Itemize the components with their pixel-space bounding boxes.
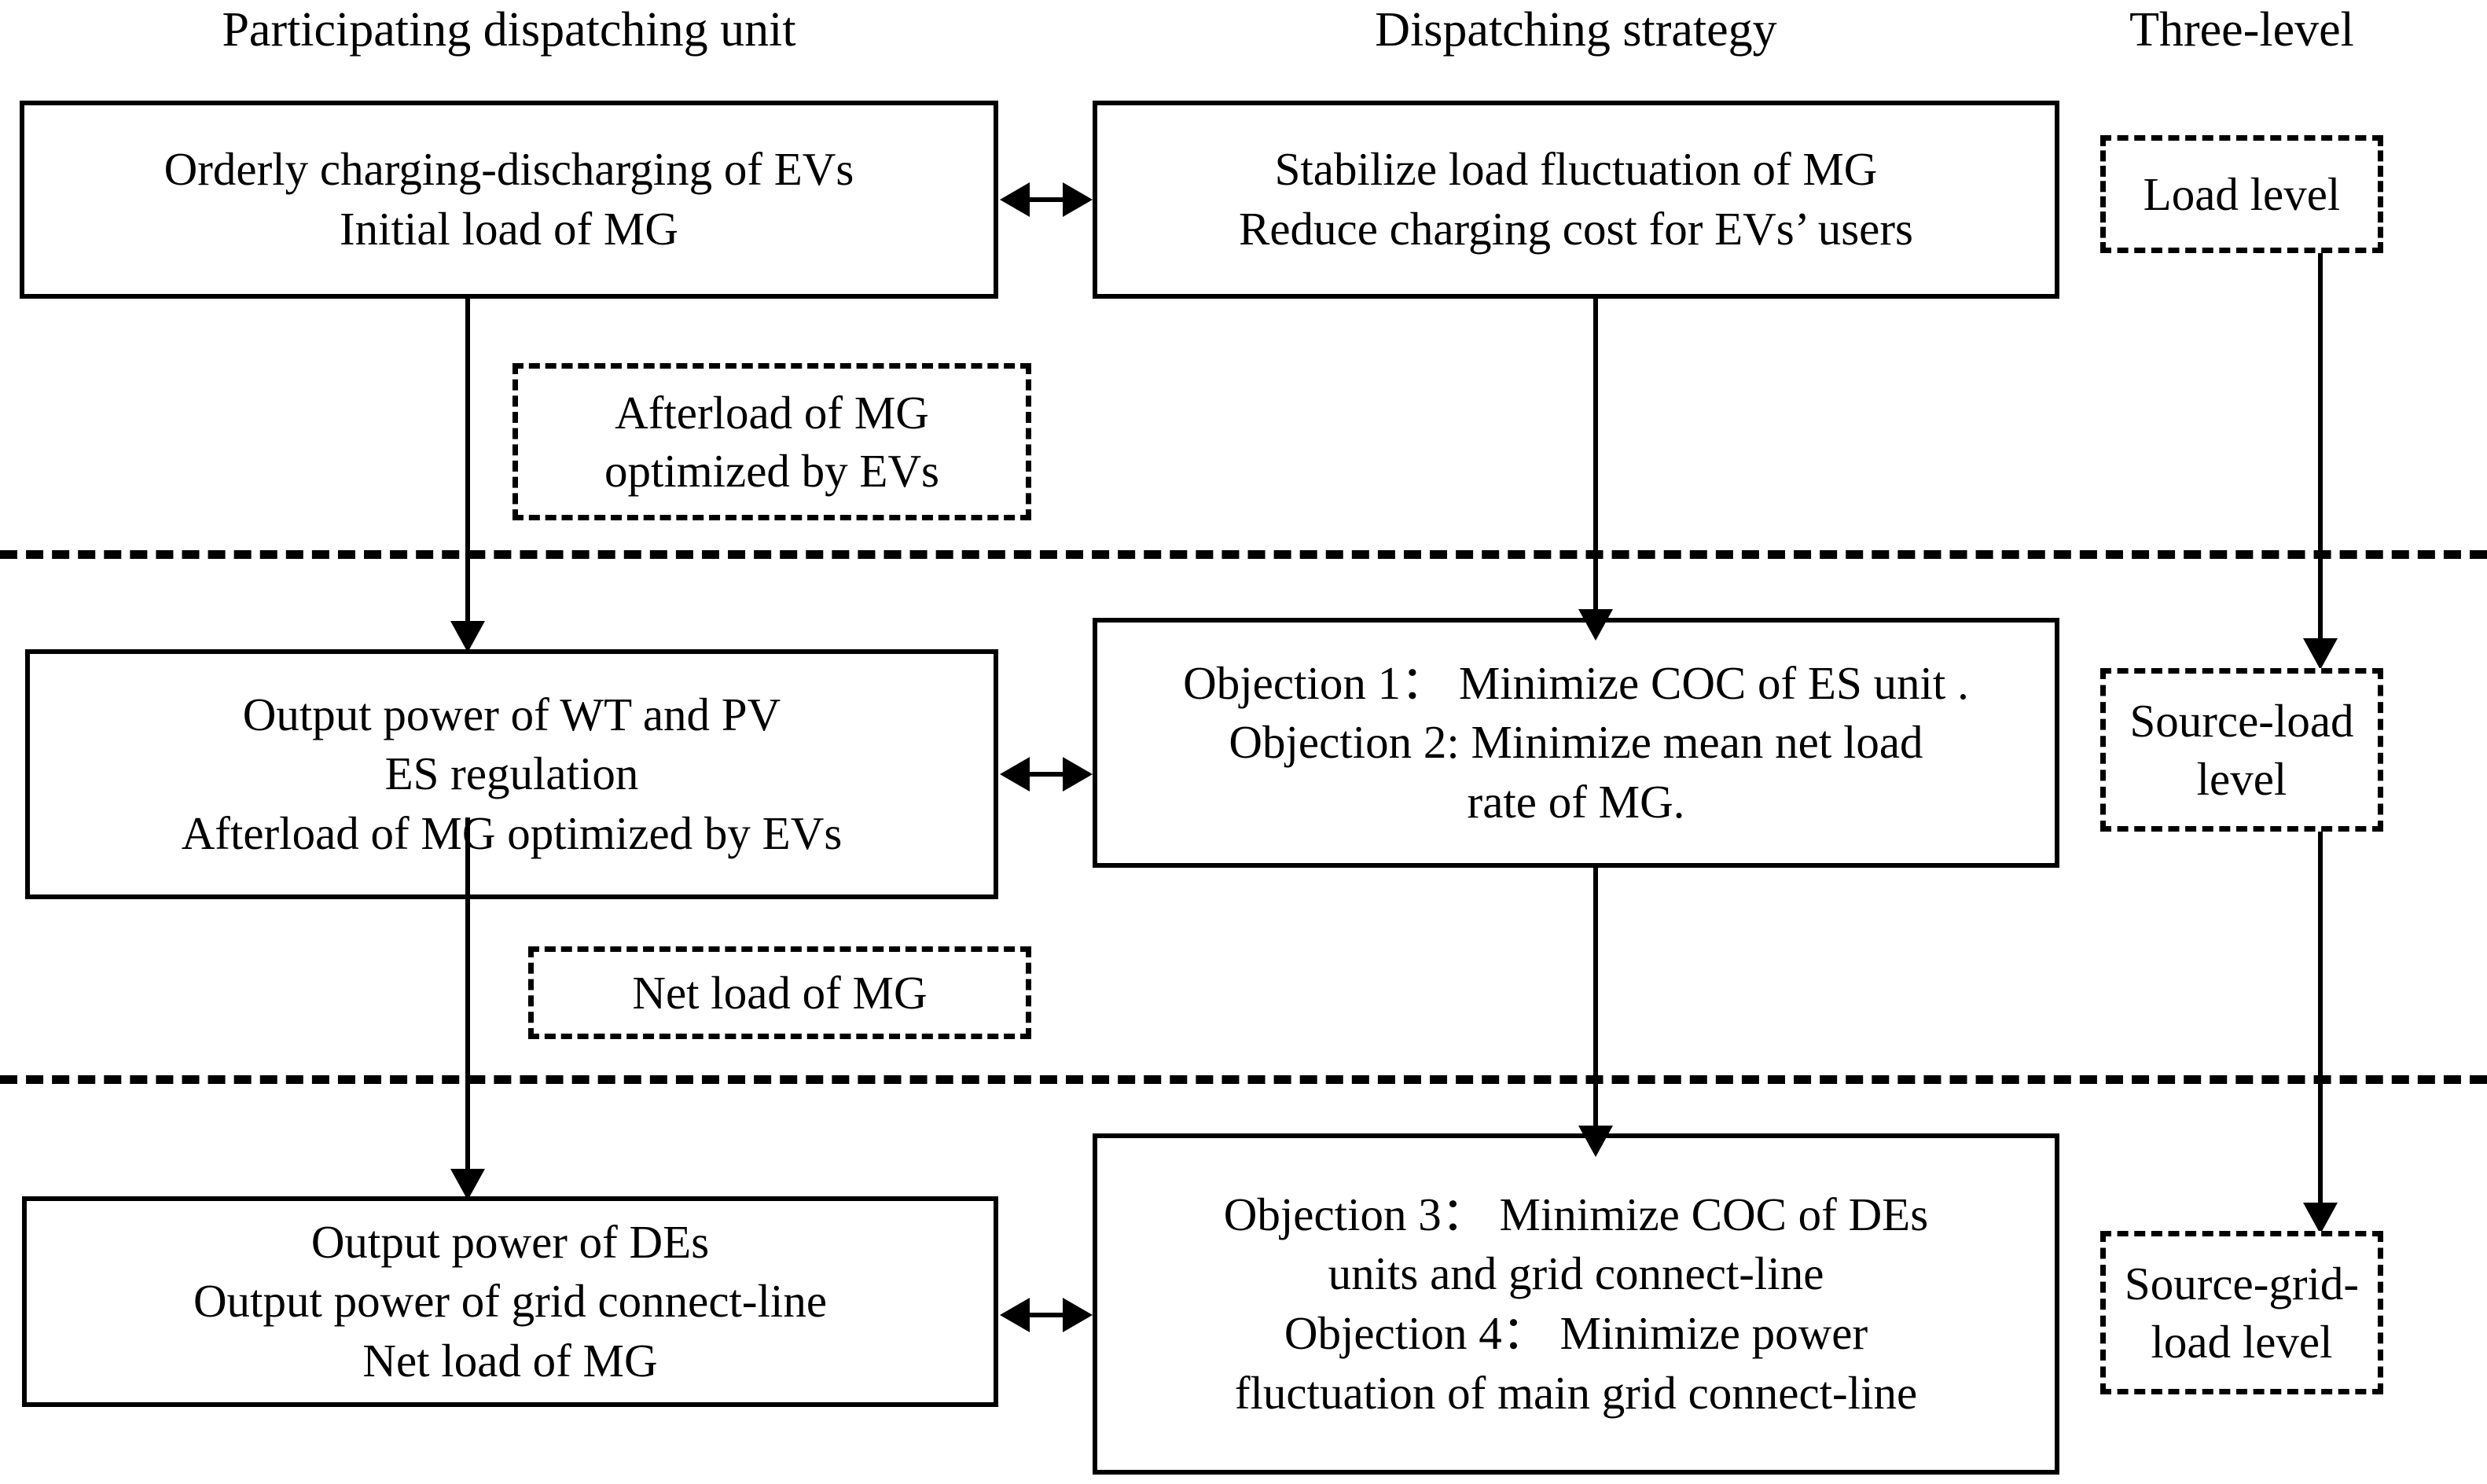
level-box-load: Load level [2100,135,2383,253]
level-divider-lower [0,1075,2487,1084]
strategy-box-row1-text: Stabilize load fluctuation of MG Reduce … [1239,143,1913,255]
flow-arrowhead-middle-row3 [1578,1126,1613,1157]
flow-arrowhead-left-row3 [450,1169,485,1200]
flow-label-netload: Net load of MG [528,946,1031,1039]
bidir-arrowhead-right-row3 [1063,1298,1093,1332]
unit-box-row1: Orderly charging-discharging of EVs Init… [20,101,998,299]
bidir-arrowhead-left-row2 [1000,757,1030,792]
bidir-arrowhead-left-row1 [1000,182,1030,217]
unit-box-row2-text: Output power of WT and PV ES regulation … [181,688,843,859]
flow-arrowhead-left-row2 [450,621,485,652]
level-box-source-load-text: Source-load level [2129,694,2354,805]
unit-box-row2: Output power of WT and PV ES regulation … [25,649,998,899]
strategy-box-row2: Objection 1： Minimize COC of ES unit . O… [1093,618,2059,868]
level-box-load-text: Load level [2143,167,2341,220]
level-box-source-grid-load-text: Source-grid- load level [2124,1257,2360,1368]
bidir-arrowhead-left-row3 [1000,1298,1030,1332]
column-header-three-level: Three-level [2129,3,2354,57]
level-divider-upper [0,550,2487,559]
flow-arrow-left-row2-to-row3 [465,817,470,1173]
flow-arrow-right-sourceload-to-sourcegridload [2318,832,2323,1207]
bidir-connector-row1 [1014,197,1077,202]
strategy-box-row2-text: Objection 1： Minimize COC of ES unit . O… [1183,656,1969,828]
bidir-connector-row3 [1014,1313,1077,1317]
flow-label-afterload: Afterload of MG optimized by EVs [512,363,1031,520]
flow-label-afterload-text: Afterload of MG optimized by EVs [604,386,940,497]
flow-arrow-middle-row1-to-row2 [1593,299,1598,613]
flow-arrow-right-load-to-sourceload [2318,253,2323,643]
flow-arrowhead-right-sourcegridload [2303,1203,2338,1234]
unit-box-row3-text: Output power of DEs Output power of grid… [193,1215,828,1387]
bidir-arrowhead-right-row2 [1063,757,1093,792]
bidir-connector-row2 [1014,772,1077,777]
column-header-dispatching-strategy: Dispatching strategy [1375,3,1777,57]
flow-arrow-left-row1-to-row2 [465,299,470,625]
strategy-box-row3: Objection 3： Minimize COC of DEs units a… [1093,1133,2059,1475]
unit-box-row1-text: Orderly charging-discharging of EVs Init… [163,143,854,255]
bidir-arrowhead-right-row1 [1063,182,1093,217]
strategy-box-row1: Stabilize load fluctuation of MG Reduce … [1093,101,2059,299]
flow-arrowhead-right-sourceload [2303,638,2338,670]
strategy-box-row3-text: Objection 3： Minimize COC of DEs units a… [1223,1188,1929,1419]
column-header-participating-unit: Participating dispatching unit [222,3,796,57]
flow-arrow-middle-row2-to-row3 [1593,868,1598,1139]
flow-arrowhead-middle-row2 [1578,609,1613,641]
level-box-source-grid-load: Source-grid- load level [2100,1231,2383,1394]
flow-label-netload-text: Net load of MG [632,966,928,1019]
level-box-source-load: Source-load level [2100,668,2383,832]
unit-box-row3: Output power of DEs Output power of grid… [22,1196,998,1407]
